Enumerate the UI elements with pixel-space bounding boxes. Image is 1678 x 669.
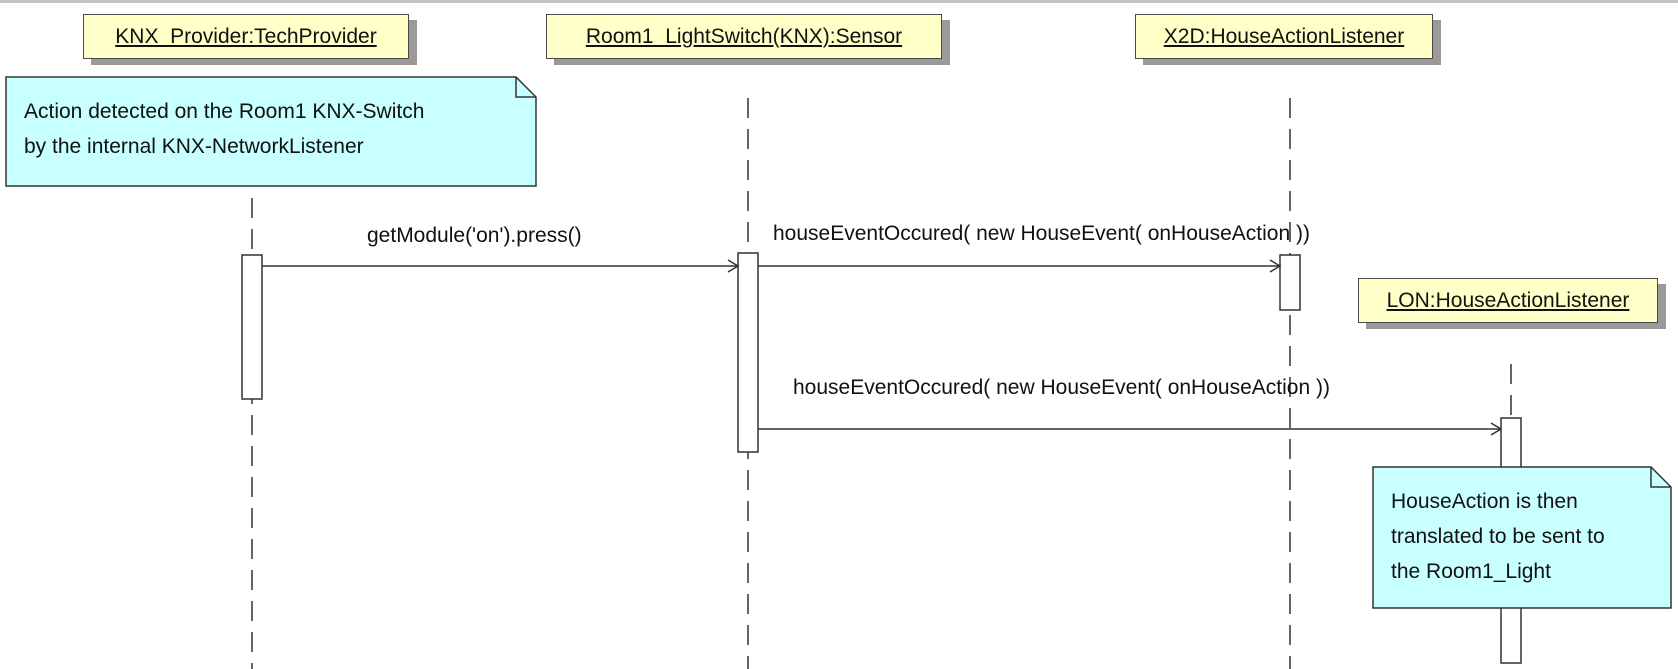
note-lon-translate: HouseAction is then translated to be sen… xyxy=(1372,466,1672,609)
note-knx-detect-shape xyxy=(5,76,537,187)
arrowhead-event-to-lon xyxy=(1490,422,1503,436)
participant-room1-switch-label: Room1_LightSwitch(KNX):Sensor xyxy=(585,24,903,48)
note-knx-detect: Action detected on the Room1 KNX-Switch … xyxy=(5,76,537,187)
participant-x2d-listener: X2D:HouseActionListener xyxy=(1135,14,1433,59)
note-knx-detect-text: Action detected on the Room1 KNX-Switch … xyxy=(24,100,425,158)
participant-knx-provider: KNX_Provider:TechProvider xyxy=(83,14,409,59)
message-get-module-label: getModule('on').press() xyxy=(367,224,582,247)
activation-x2d-listener xyxy=(1279,254,1301,311)
message-event-to-x2d-label: houseEventOccured( new HouseEvent( onHou… xyxy=(773,222,1310,245)
note-lon-translate-shape xyxy=(1372,466,1672,609)
participant-lon-listener-label: LON:HouseActionListener xyxy=(1386,288,1630,312)
participant-x2d-listener-label: X2D:HouseActionListener xyxy=(1163,24,1405,48)
note-lon-translate-text: HouseAction is then translated to be sen… xyxy=(1391,490,1605,583)
arrowhead-get-module xyxy=(727,259,740,273)
participant-knx-provider-label: KNX_Provider:TechProvider xyxy=(115,24,377,48)
activation-room1-switch xyxy=(737,252,759,453)
message-event-to-lon-label: houseEventOccured( new HouseEvent( onHou… xyxy=(793,376,1330,399)
participant-lon-listener: LON:HouseActionListener xyxy=(1358,278,1658,323)
activation-knx-provider xyxy=(241,254,263,400)
participant-room1-switch: Room1_LightSwitch(KNX):Sensor xyxy=(546,14,942,59)
top-border xyxy=(0,0,1678,3)
arrowhead-event-to-x2d xyxy=(1269,259,1282,273)
